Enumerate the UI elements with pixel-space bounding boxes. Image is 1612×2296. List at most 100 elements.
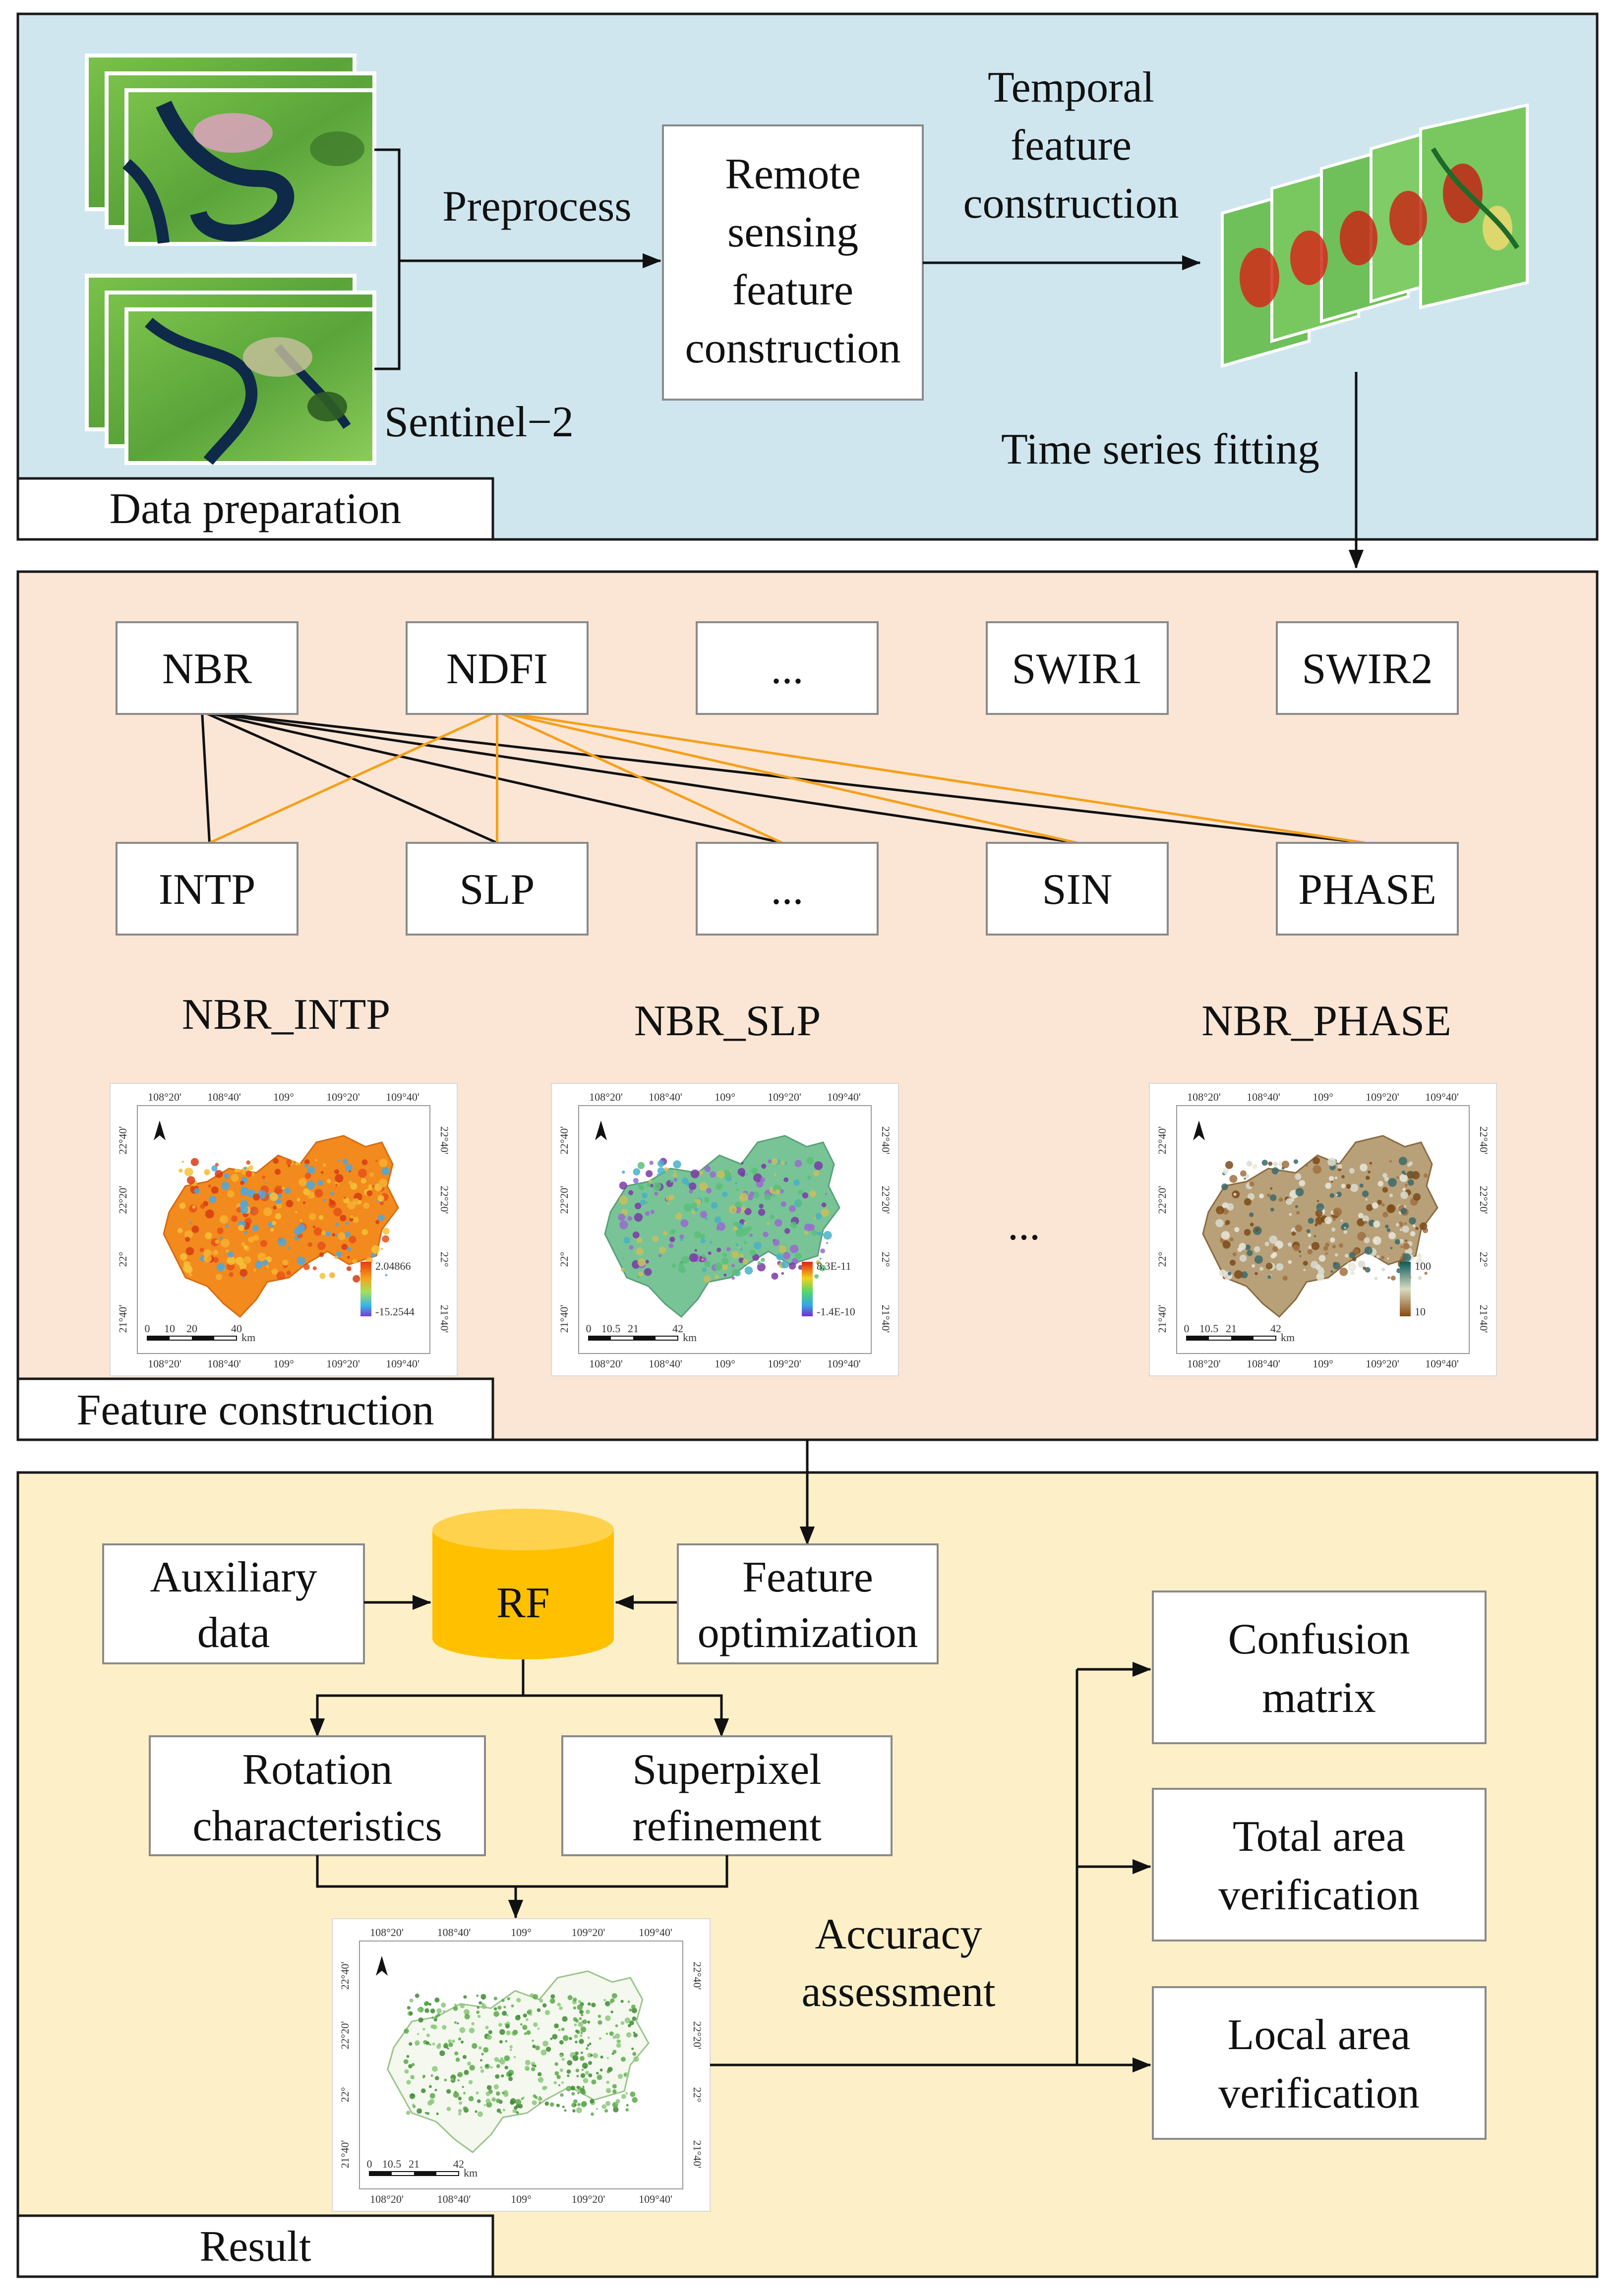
- scale-label: 0: [145, 1322, 150, 1335]
- map-tick-bottom: 108°40': [437, 2193, 471, 2205]
- index-box-0: NBR: [116, 621, 299, 715]
- map-tick-top: 108°20': [148, 1091, 181, 1103]
- parameter-label: SIN: [1042, 866, 1113, 914]
- scale-label: 42: [1270, 1322, 1281, 1335]
- rf-to-superpixel-arrow: [523, 1694, 729, 1737]
- sentinel-label: Sentinel−2: [384, 398, 574, 446]
- map-tick-left: 22°20': [117, 1186, 129, 1214]
- legend-max: 2.04866: [375, 1260, 411, 1272]
- map-tick-left: 22°20': [339, 2021, 351, 2050]
- map-tick-top: 109°40': [827, 1091, 861, 1103]
- scale-unit: km: [241, 1331, 255, 1344]
- feature-map-0: 108°20'108°40'109°109°20'109°40'108°20'1…: [110, 1083, 458, 1376]
- map-tick-top: 109°: [1313, 1091, 1333, 1103]
- map-tick-top: 108°20': [1187, 1091, 1221, 1103]
- scale-label: 21: [628, 1322, 639, 1335]
- link-black: [201, 711, 211, 843]
- index-parameter-links: [201, 710, 1365, 844]
- legend-max: 8.3E-11: [817, 1260, 851, 1272]
- north-arrow-icon: [376, 1956, 388, 1976]
- maps-ellipsis: ...: [1008, 1201, 1040, 1249]
- parameter-label: SLP: [460, 866, 535, 914]
- temporal-feature-stack: [1221, 103, 1529, 368]
- map-tick-right: 22°20': [691, 2021, 704, 2050]
- rotation-line2: characteristics: [192, 1802, 442, 1850]
- index-box-2: ...: [696, 621, 879, 715]
- feature-optimization-box: Feature optimization: [677, 1543, 939, 1664]
- map-tick-bottom: 108°20': [1187, 1357, 1221, 1370]
- map-tick-bottom: 109°: [273, 1357, 294, 1370]
- map-tick-right: 22°: [691, 2087, 704, 2103]
- index-label: NBR: [162, 645, 252, 693]
- scale-label: 21: [409, 2158, 419, 2170]
- map-tick-bottom: 109°40': [827, 1357, 861, 1370]
- map-tick-top: 109°20': [1366, 1091, 1399, 1103]
- map-tick-bottom: 109°20': [572, 2193, 605, 2205]
- map-tick-top: 109°20': [326, 1091, 360, 1103]
- temporal-line2: feature: [1011, 121, 1132, 170]
- feature-maps: NBR_INTP108°20'108°40'109°109°20'109°40'…: [110, 991, 1497, 1376]
- feature-map-2: 108°20' 108°40' 109° 109°20' 109°40' 108°20' 1…: [1149, 1083, 1497, 1376]
- map-tick-top: 109°40': [1425, 1091, 1459, 1103]
- rf-cylinder: RF: [432, 1509, 614, 1659]
- map-tick-bottom: 109°20': [1366, 1357, 1399, 1370]
- map-tick-left: 22°: [117, 1252, 129, 1267]
- link-orange: [496, 710, 1078, 844]
- total-area-verification-box: Total area verification: [1152, 1788, 1487, 1942]
- index-label: NDFI: [446, 645, 548, 693]
- time-series-label: Time series fitting: [1001, 425, 1319, 473]
- map-tick-top: 109°40': [386, 1091, 419, 1103]
- map-tick-left: 22°40': [117, 1126, 129, 1155]
- map-tick-top: 108°40': [649, 1091, 682, 1103]
- parameter-box-1: SLP: [406, 842, 589, 936]
- map-tick-right: 21°40': [438, 1305, 451, 1333]
- map-tick-bottom: 109°: [1313, 1357, 1333, 1370]
- scale-unit: km: [1281, 1331, 1295, 1344]
- map-tick-top: 109°: [273, 1091, 294, 1103]
- section-label: Data preparation: [110, 485, 402, 533]
- superpixel-refinement-box: Superpixel refinement: [561, 1735, 893, 1856]
- legend-max: 100: [1415, 1260, 1431, 1272]
- temporal-line3: construction: [963, 179, 1179, 228]
- map-tick-bottom: 108°20': [148, 1357, 181, 1370]
- scale-label: 42: [453, 2158, 464, 2170]
- map-tick-left: 22°: [339, 2087, 351, 2103]
- map-tick-right: 22°: [1478, 1252, 1490, 1267]
- scale-label: 0: [367, 2158, 372, 2170]
- local-area-line1: Local area: [1228, 2011, 1411, 2059]
- map-tick-right: 22°: [880, 1252, 892, 1267]
- map-tick-top: 108°20': [370, 1926, 404, 1939]
- map-tick-right: 21°40': [1478, 1305, 1490, 1333]
- section-label: Result: [200, 2223, 311, 2271]
- map-tick-left: 21°40': [117, 1305, 129, 1333]
- index-box-1: NDFI: [406, 621, 589, 715]
- parameter-box-3: SIN: [986, 842, 1169, 936]
- map-title: NBR_SLP: [634, 997, 821, 1045]
- map-tick-top: 108°40': [1247, 1091, 1280, 1103]
- accuracy-line2: assessment: [801, 1968, 995, 2016]
- link-black: [201, 710, 498, 844]
- rf-label: RF: [496, 1579, 550, 1627]
- map-tick-left: 22°40': [1156, 1126, 1168, 1155]
- confusion-line2: matrix: [1262, 1674, 1376, 1722]
- scale-label: 0: [586, 1322, 592, 1335]
- scale-label: 40: [231, 1322, 242, 1335]
- map-tick-right: 22°40': [1478, 1126, 1490, 1155]
- superpixel-line2: refinement: [632, 1802, 821, 1850]
- rotation-line1: Rotation: [242, 1746, 392, 1794]
- scale-label: 10.5: [382, 2158, 402, 2170]
- total-area-line1: Total area: [1233, 1813, 1405, 1861]
- map-tick-bottom: 109°: [715, 1357, 735, 1370]
- map-tick-right: 22°: [438, 1252, 451, 1267]
- sentinel-image-stack-bottom: [85, 274, 376, 465]
- map-tick-bottom: 109°40': [386, 1357, 419, 1370]
- index-box-3: SWIR1: [986, 621, 1169, 715]
- total-area-line2: verification: [1218, 1871, 1420, 1919]
- index-label: SWIR2: [1302, 645, 1433, 693]
- section-label-box: [16, 477, 494, 541]
- map-tick-left: 22°20': [558, 1186, 570, 1214]
- link-black: [201, 710, 783, 844]
- link-orange: [496, 710, 783, 844]
